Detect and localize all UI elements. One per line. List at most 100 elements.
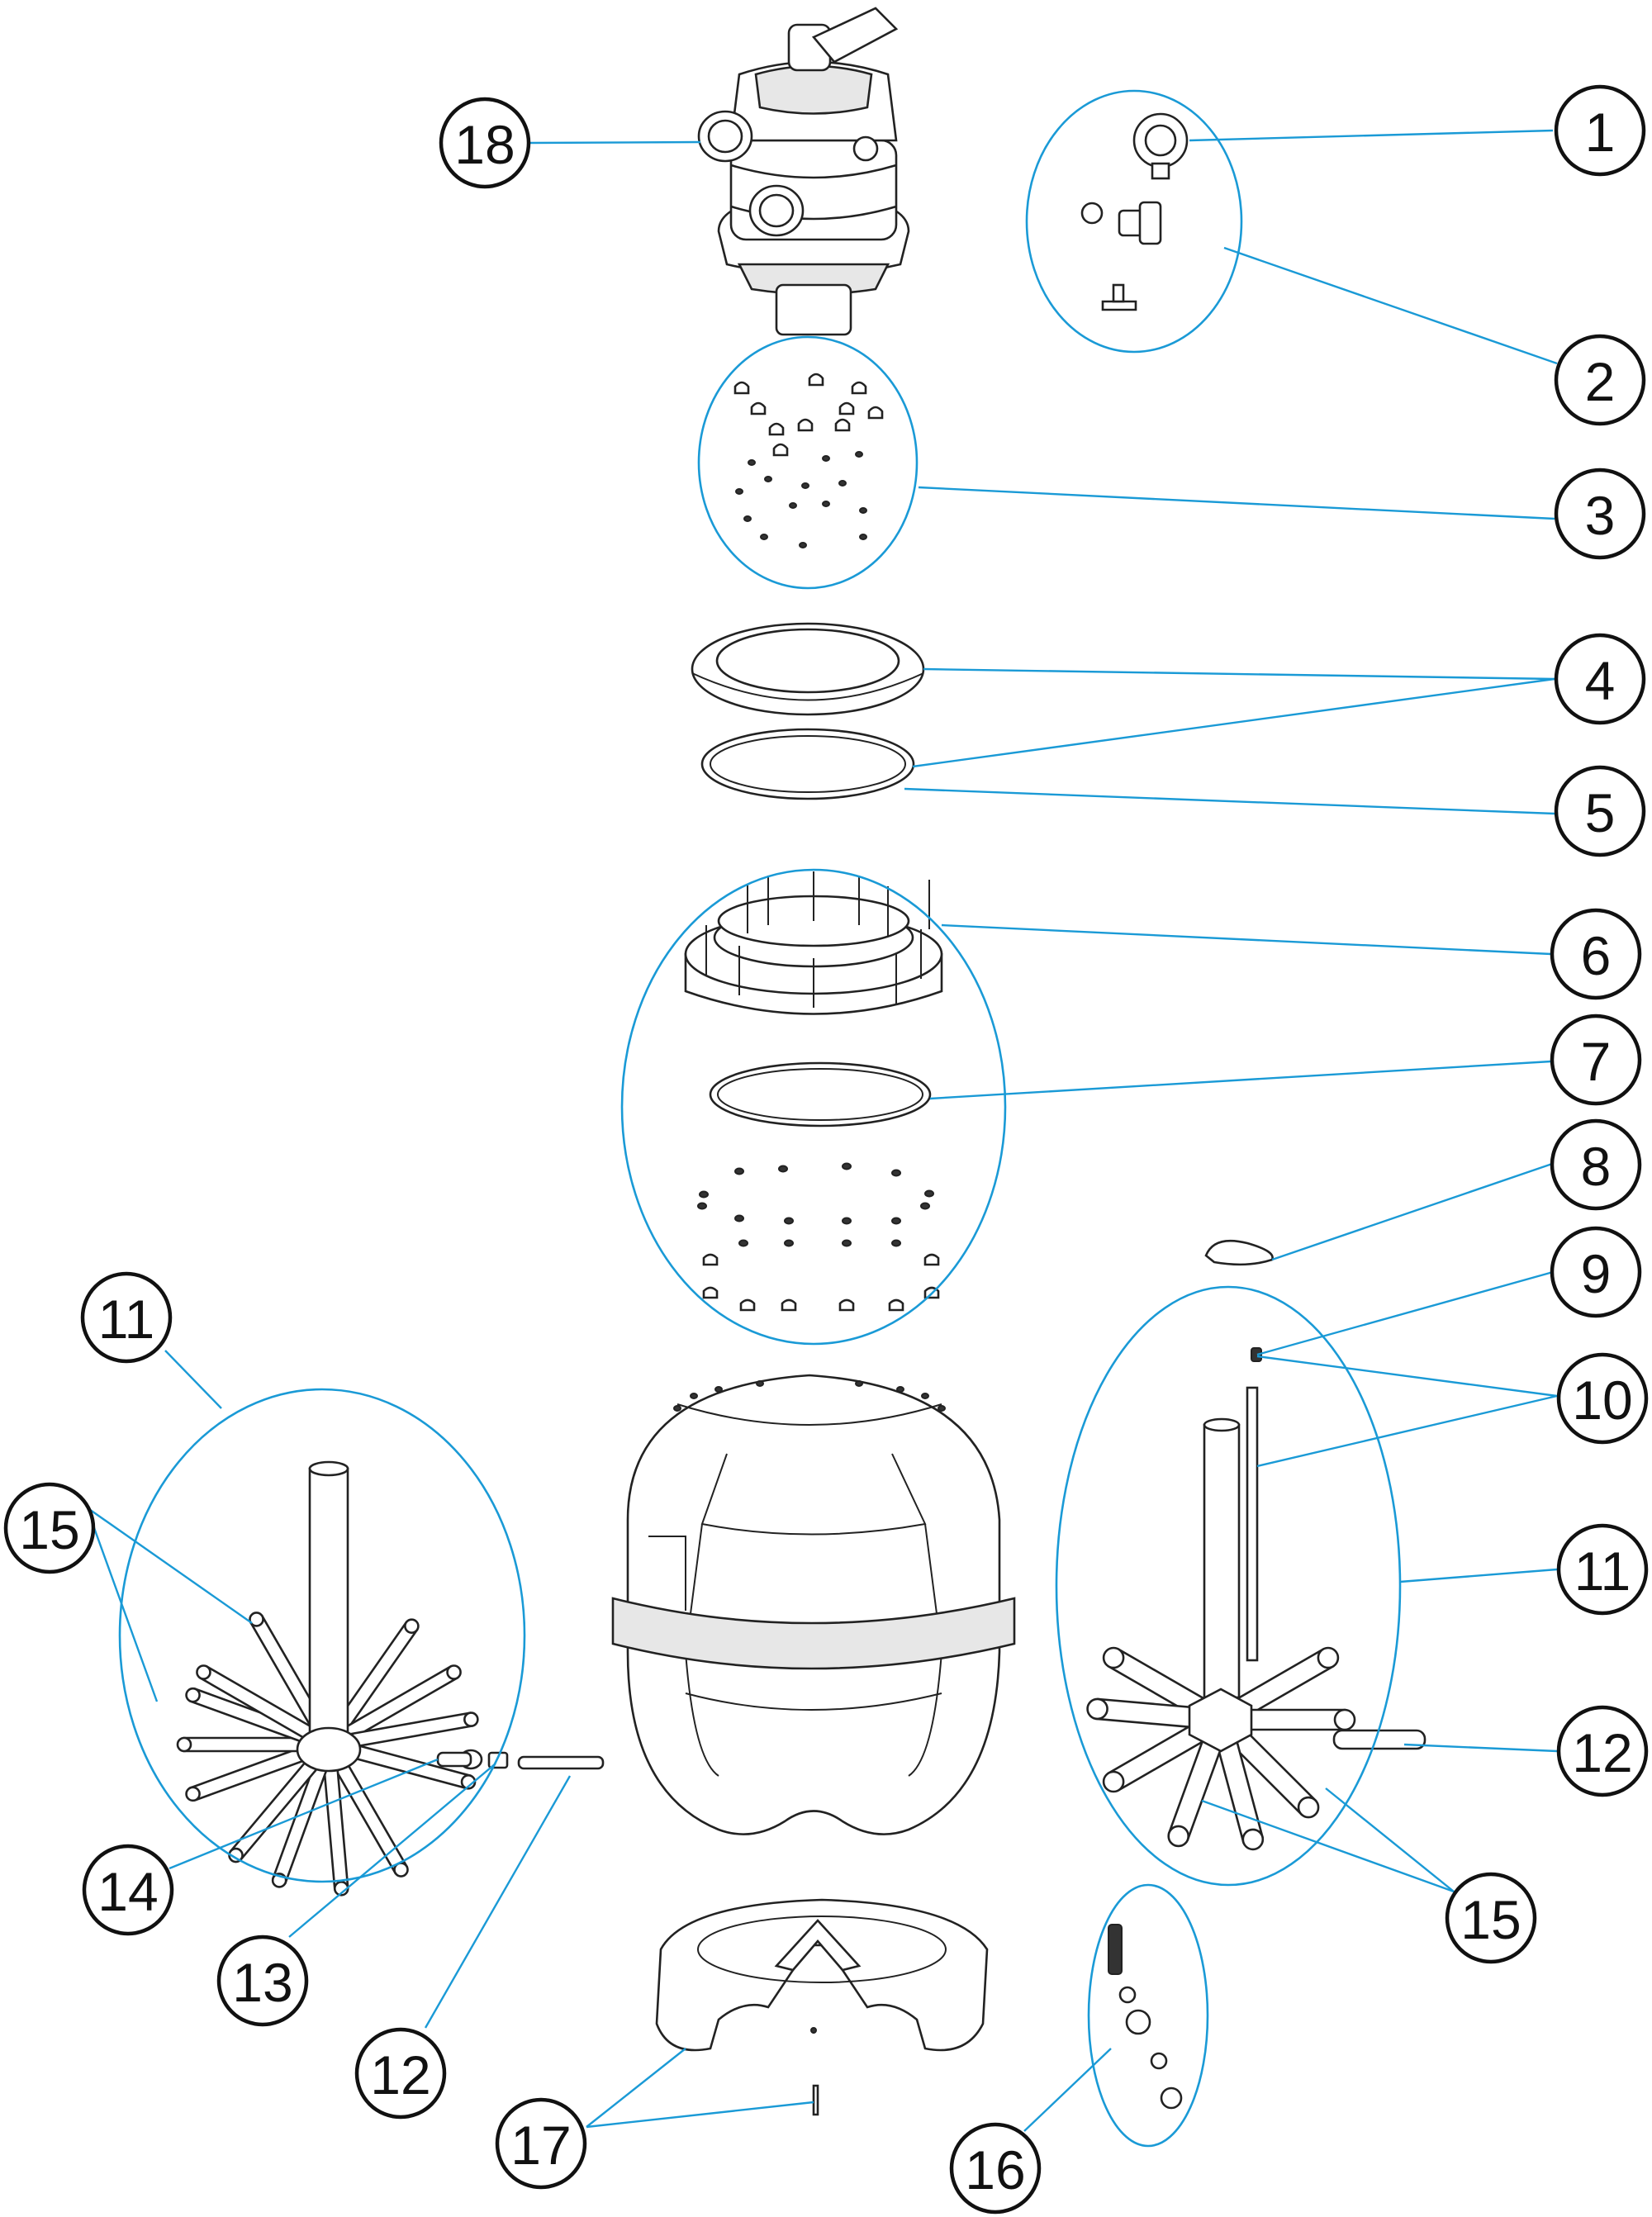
leader-line-c16-16 (1023, 2048, 1112, 2132)
leader-line-c11-left-20 (164, 1350, 222, 1409)
callout-c11-right: 11 (1556, 1523, 1649, 1616)
callout-number: 12 (370, 2044, 430, 2105)
o-ring-upper (700, 728, 915, 800)
callout-c4: 4 (1554, 633, 1646, 725)
lateral-end (1241, 1828, 1265, 1851)
leader-line-c11-right-12 (1399, 1568, 1558, 1583)
tank-hole (938, 1405, 946, 1412)
callout-number: 5 (1585, 782, 1616, 843)
tank-hole (673, 1405, 681, 1412)
group-oval-right-laterals (1055, 1285, 1402, 1887)
cap-nut (768, 422, 785, 436)
lateral-assembly-left (176, 1460, 605, 1897)
cable-tie (1204, 1239, 1274, 1266)
cap-nut (772, 443, 789, 457)
cap-nut (797, 418, 814, 432)
callout-number: 11 (1574, 1541, 1631, 1602)
leader-line-c17-17 (586, 2048, 686, 2128)
lateral-end (463, 1711, 479, 1727)
lateral-end (1317, 1646, 1340, 1669)
callout-circle (1554, 765, 1646, 857)
callout-circle (3, 1482, 96, 1574)
washer (822, 501, 830, 507)
callout-number: 18 (454, 114, 515, 175)
callout-number: 7 (1581, 1031, 1612, 1092)
callout-number: 11 (98, 1289, 155, 1350)
lateral-end (196, 1664, 211, 1680)
washer (764, 476, 772, 482)
lateral-end (1102, 1646, 1125, 1669)
washer (891, 1217, 901, 1225)
washer (735, 488, 743, 495)
callout-c10: 10 (1556, 1352, 1649, 1445)
pressure-gauge-parts (1080, 112, 1189, 311)
callout-circle (1554, 468, 1646, 560)
callout-circle (80, 1271, 173, 1364)
lateral-end (1086, 1697, 1108, 1721)
washer (760, 534, 768, 540)
leader-line-c6-6 (941, 923, 1552, 956)
callout-circle (1554, 334, 1646, 426)
cap-nut (733, 381, 750, 395)
lateral-end (404, 1618, 420, 1634)
callout-c13: 13 (216, 1935, 309, 2027)
leader-line-c15-right-15 (1201, 1799, 1455, 1893)
cap-nut (834, 418, 851, 432)
callout-c12-right: 12 (1556, 1705, 1649, 1797)
callout-circle (1556, 1705, 1649, 1797)
washer (784, 1217, 794, 1225)
washer (842, 1162, 852, 1170)
tank-hole (921, 1393, 929, 1399)
callout-number: 15 (19, 1499, 79, 1560)
washer (842, 1239, 852, 1247)
callout-c18: 18 (439, 97, 531, 189)
group-oval-collar (620, 868, 1007, 1346)
leader-line-c1-0 (1189, 129, 1554, 142)
leader-line-c18-19 (528, 140, 701, 145)
lateral-assembly-right (1086, 1386, 1427, 1851)
callout-circle (82, 1844, 174, 1936)
callout-c9: 9 (1550, 1226, 1642, 1318)
washer (859, 534, 867, 540)
washer (822, 455, 830, 462)
callout-number: 1 (1585, 102, 1616, 163)
tank-collar (684, 871, 943, 1015)
group-oval-screws (1087, 1883, 1209, 2148)
leader-line-c12-right-13 (1403, 1743, 1558, 1753)
leader-line-c10-11 (1256, 1394, 1558, 1468)
washer (784, 1239, 794, 1247)
callout-number: 2 (1585, 351, 1616, 412)
leader-line-c10-10 (1256, 1355, 1558, 1398)
group-oval-left-laterals (118, 1388, 526, 1883)
callout-circle (1556, 1523, 1649, 1616)
tank-hole (896, 1386, 904, 1393)
washer (801, 482, 809, 489)
callout-circle (354, 2027, 447, 2120)
callout-number: 14 (97, 1861, 158, 1922)
cap-nut (702, 1286, 719, 1299)
cap-nut (851, 381, 867, 395)
callout-c3: 3 (1554, 468, 1646, 560)
leader-line-c4-3 (923, 667, 1555, 681)
leader-line-c2-1 (1223, 246, 1558, 365)
callout-c11-left: 11 (80, 1271, 173, 1364)
callout-c5: 5 (1554, 765, 1646, 857)
leader-line-c15-right-14 (1325, 1787, 1455, 1892)
filter-tank (611, 1374, 1016, 1835)
lateral-end (249, 1612, 264, 1627)
washer (734, 1167, 744, 1175)
leader-line-c4-4 (912, 677, 1555, 768)
cap-nut (739, 1298, 756, 1312)
lateral-end (185, 1687, 201, 1703)
callout-c15-right: 15 (1445, 1872, 1537, 1964)
leader-line-c8-8 (1271, 1161, 1555, 1261)
callout-c7: 7 (1550, 1014, 1642, 1106)
lateral-end (1102, 1770, 1125, 1793)
callout-circle (1550, 908, 1642, 1000)
callout-number: 8 (1581, 1136, 1612, 1197)
callout-c17: 17 (495, 2097, 587, 2190)
leader-line-c14-23 (169, 1758, 439, 1870)
air-bleed-screw (1251, 1347, 1262, 1362)
lateral-end (1297, 1796, 1320, 1819)
callout-c6: 6 (1550, 908, 1642, 1000)
